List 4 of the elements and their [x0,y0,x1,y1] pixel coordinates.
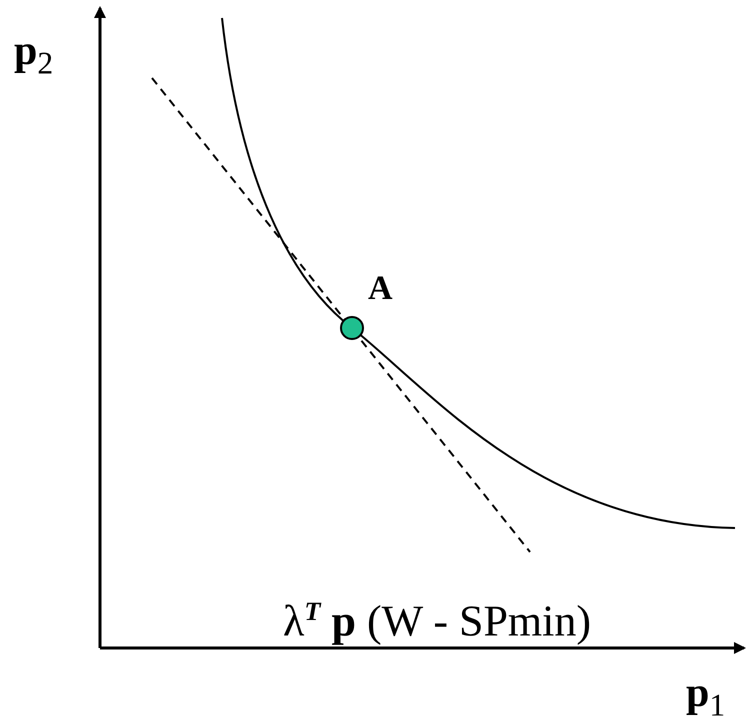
axis-label: p$_{2}$ [14,30,54,79]
curve-label: λ$^{T}$ p (W - SPmin) [283,598,592,644]
point-label: A [368,272,393,306]
axis-label: p$_{1}$ [686,672,726,721]
